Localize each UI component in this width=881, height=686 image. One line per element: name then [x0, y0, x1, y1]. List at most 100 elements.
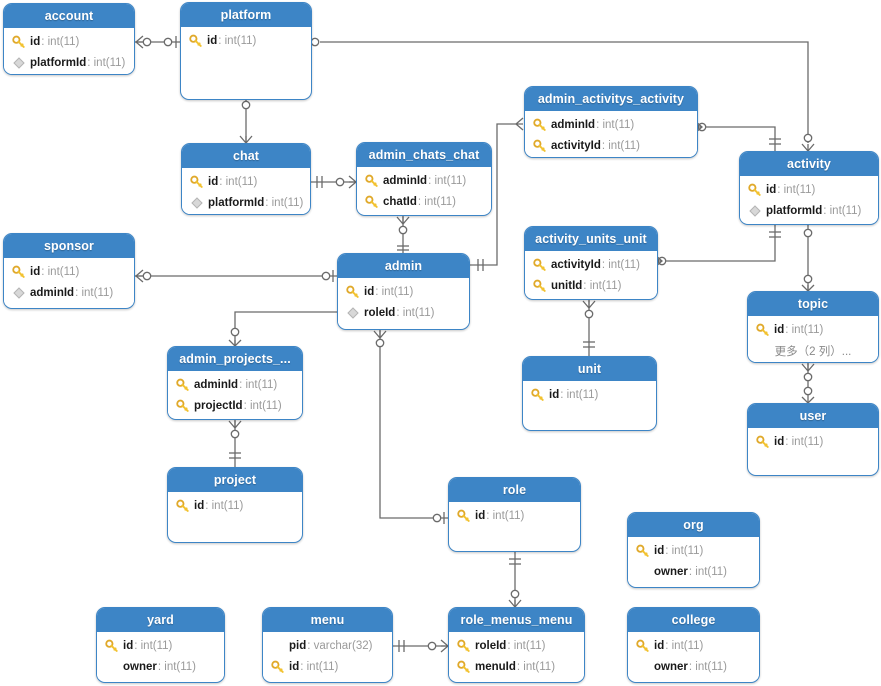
field-row[interactable]: activityId: int(11): [525, 254, 657, 275]
field-row[interactable]: owner: int(11): [628, 656, 759, 677]
field-row[interactable]: adminId: int(11): [525, 114, 697, 135]
entity-fields-user: id: int(11): [748, 428, 878, 454]
field-type: : int(11): [218, 34, 257, 47]
field-row[interactable]: platformId: int(11): [182, 192, 310, 213]
field-type: : int(11): [785, 323, 824, 336]
pk-key-icon: [11, 264, 27, 280]
field-row[interactable]: platformId: int(11): [4, 52, 134, 73]
field-row[interactable]: roleId: int(11): [338, 302, 469, 323]
field-row[interactable]: id: int(11): [4, 31, 134, 52]
field-name: id: [549, 388, 560, 401]
entity-admin_projects[interactable]: admin_projects_...adminId: int(11)projec…: [167, 346, 303, 420]
pk-key-icon: [530, 387, 546, 403]
field-row[interactable]: menuId: int(11): [449, 656, 584, 677]
field-row[interactable]: projectId: int(11): [168, 395, 302, 416]
fk-diamond-icon: [11, 55, 27, 71]
field-type-value: int(11): [695, 660, 728, 673]
field-row[interactable]: adminId: int(11): [357, 170, 491, 191]
pk-key-icon: [532, 278, 548, 294]
field-row[interactable]: id: int(11): [263, 656, 392, 677]
field-type-value: int(11): [608, 258, 640, 271]
field-type: : int(11): [265, 196, 304, 209]
field-row[interactable]: adminId: int(11): [168, 374, 302, 395]
field-type: : int(11): [516, 660, 556, 673]
field-row[interactable]: id: int(11): [628, 540, 759, 561]
field-type-value: int(11): [306, 660, 339, 673]
field-row[interactable]: adminId: int(11): [4, 282, 134, 303]
entity-fields-admin: id: int(11)roleId: int(11): [338, 278, 469, 325]
field-name: id: [654, 639, 665, 652]
field-row[interactable]: id: int(11): [168, 495, 302, 516]
entity-unit[interactable]: unit id: int(11): [522, 356, 657, 431]
field-row[interactable]: id: int(11): [181, 30, 311, 51]
field-row[interactable]: owner: int(11): [628, 561, 759, 582]
field-name: id: [123, 639, 134, 652]
field-row[interactable]: unitId: int(11): [525, 275, 657, 296]
field-row[interactable]: platformId: int(11): [740, 200, 878, 221]
field-row[interactable]: id: int(11): [523, 384, 656, 405]
field-name: owner: [654, 565, 688, 578]
pk-key-icon: [456, 638, 472, 654]
pk-key-icon: [532, 138, 548, 154]
entity-fields-menu: pid: varchar(32)id: int(11): [263, 632, 392, 679]
field-name: id: [475, 509, 486, 522]
field-row[interactable]: pid: varchar(32): [263, 635, 392, 656]
field-row[interactable]: 更多（2 列）...: [748, 340, 878, 361]
field-row[interactable]: id: int(11): [628, 635, 759, 656]
field-row[interactable]: id: int(11): [97, 635, 224, 656]
field-type: : int(11): [87, 56, 126, 69]
field-row[interactable]: id: int(11): [4, 261, 134, 282]
field-type: : int(11): [601, 258, 640, 271]
field-type-value: int(11): [93, 56, 126, 69]
field-name: id: [30, 265, 41, 278]
field-name: adminId: [383, 174, 428, 187]
edge-activity-topic: [801, 225, 815, 292]
field-type-value: int(11): [47, 265, 80, 278]
field-row[interactable]: roleId: int(11): [449, 635, 584, 656]
pk-key-icon: [188, 33, 204, 49]
entity-title-admin: admin: [338, 254, 469, 278]
field-type-value: int(11): [271, 196, 304, 209]
field-row[interactable]: id: int(11): [449, 505, 580, 526]
entity-title-unit: unit: [523, 357, 656, 381]
field-row[interactable]: id: int(11): [748, 431, 878, 452]
entity-fields-platform: id: int(11): [181, 27, 311, 53]
field-row[interactable]: id: int(11): [740, 179, 878, 200]
field-type-value: int(11): [602, 118, 635, 131]
field-type-value: int(11): [695, 565, 728, 578]
field-name: adminId: [30, 286, 75, 299]
pk-key-icon: [532, 257, 548, 273]
field-type: : int(11): [239, 378, 278, 391]
field-row[interactable]: id: int(11): [748, 319, 878, 340]
field-row[interactable]: activityId: int(11): [525, 135, 697, 156]
field-type: : int(11): [75, 286, 114, 299]
field-type-value: int(11): [791, 323, 824, 336]
pk-key-icon: [364, 173, 380, 189]
field-type-value: int(11): [671, 639, 704, 652]
entity-title-sponsor: sponsor: [4, 234, 134, 258]
fk-diamond-icon: [345, 305, 361, 321]
field-row[interactable]: chatId: int(11): [357, 191, 491, 212]
field-row[interactable]: id: int(11): [182, 171, 310, 192]
field-row[interactable]: owner: int(11): [97, 656, 224, 677]
entity-fields-project: id: int(11): [168, 492, 302, 518]
field-row[interactable]: id: int(11): [338, 281, 469, 302]
